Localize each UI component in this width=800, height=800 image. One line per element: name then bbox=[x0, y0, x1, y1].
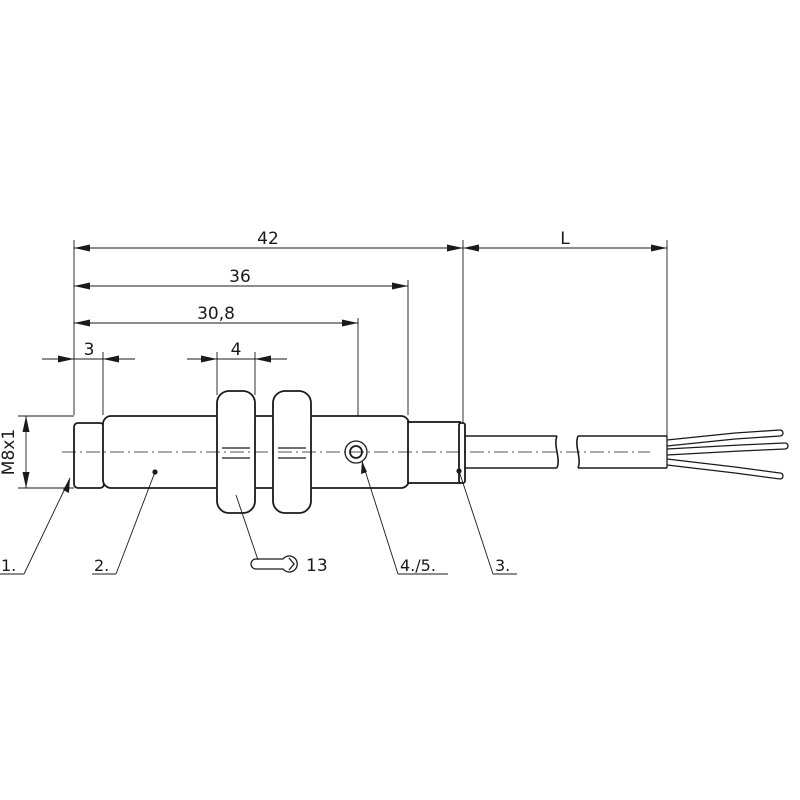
dim-overall-length: 42 bbox=[257, 229, 279, 249]
dim-nut-width: 4 bbox=[231, 340, 242, 360]
dimension-lines bbox=[18, 240, 668, 489]
callout-leaders bbox=[0, 460, 517, 575]
dim-housing-length: 36 bbox=[229, 267, 251, 287]
dim-front-cap: 3 bbox=[84, 340, 95, 360]
sensor-housing bbox=[62, 390, 470, 514]
callout-4-5: 4./5. bbox=[400, 556, 436, 575]
wrench-size-label: 13 bbox=[306, 556, 328, 576]
dim-to-led: 30,8 bbox=[197, 304, 235, 324]
callout-2: 2. bbox=[94, 556, 109, 575]
wrench-icon bbox=[250, 555, 298, 573]
callout-1: 1. bbox=[1, 556, 16, 575]
cable bbox=[465, 429, 789, 480]
dim-thread: M8x1 bbox=[0, 429, 19, 475]
callout-3: 3. bbox=[495, 556, 510, 575]
dim-cable-length: L bbox=[560, 229, 570, 249]
